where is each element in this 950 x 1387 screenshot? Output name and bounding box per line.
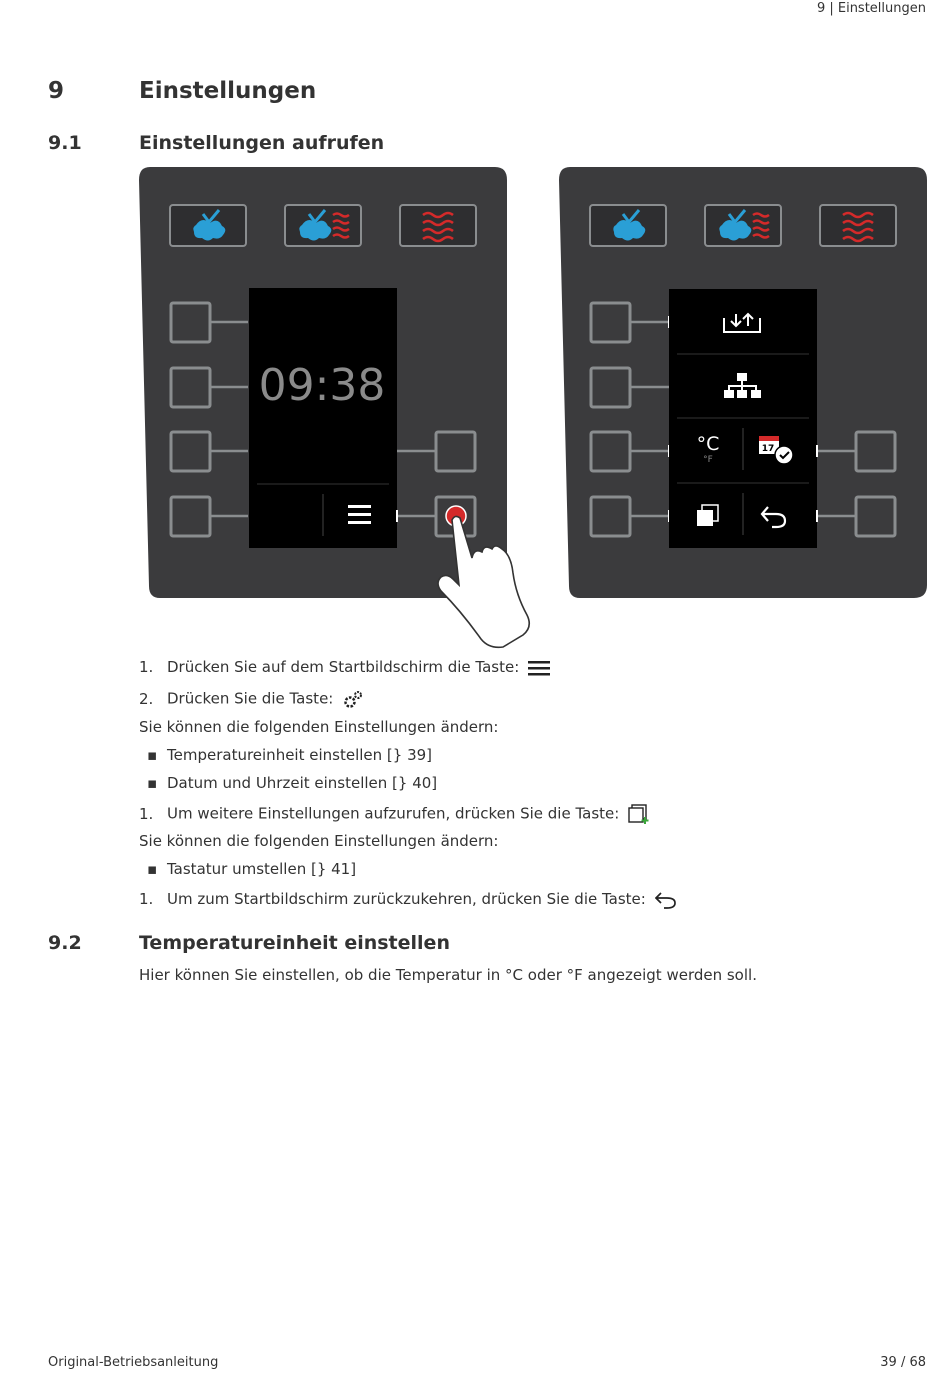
steam-button[interactable]	[169, 204, 247, 247]
side-button-2-r3[interactable]	[854, 430, 897, 473]
step-b1: 1. Um weitere Einstellungen aufzurufen, d…	[139, 804, 650, 824]
intro-2: Sie können die folgenden Einstellungen ä…	[139, 832, 499, 850]
bullet-item: ▪Temperatureinheit einstellen [} 39]	[147, 746, 433, 764]
step-a2: 2. Drücken Sie die Taste:	[139, 689, 364, 709]
menu-icon[interactable]	[348, 505, 371, 524]
link-keyboard[interactable]: Tastatur umstellen [} 41]	[167, 860, 357, 878]
menu-icon-inline	[528, 660, 551, 675]
step-number: 1.	[139, 890, 154, 908]
step-number: 1.	[139, 658, 154, 676]
calendar-clock-icon[interactable]: 17	[759, 436, 794, 465]
step-text: Um zum Startbildschirm zurückzukehren, d…	[167, 890, 646, 908]
link-temperature-unit[interactable]: Temperatureinheit einstellen [} 39]	[167, 746, 433, 764]
bullet-item: ▪Datum und Uhrzeit einstellen [} 40]	[147, 774, 438, 792]
link-date-time[interactable]: Datum und Uhrzeit einstellen [} 40]	[167, 774, 438, 792]
step-text: Drücken Sie die Taste:	[167, 689, 334, 708]
gears-icon	[344, 691, 363, 708]
unit-celsius: °C	[697, 433, 720, 455]
hot-air-button-2[interactable]	[819, 204, 897, 247]
back-icon-inline	[654, 891, 676, 909]
pointing-hand-icon	[437, 515, 531, 649]
unit-fahrenheit: °F	[703, 455, 713, 465]
step-number: 2.	[139, 689, 154, 708]
step-text: Um weitere Einstellungen aufzurufen, drü…	[167, 804, 620, 823]
steam-icon-2	[613, 219, 646, 241]
panel-left: 09:38	[139, 167, 531, 649]
more-settings-icon-inline	[628, 804, 649, 824]
step-number: 1.	[139, 804, 154, 823]
combi-steam-icon-2	[719, 219, 752, 241]
side-button-2-r4[interactable]	[854, 495, 897, 538]
section-number: 9.1	[48, 132, 82, 154]
steam-icon	[193, 219, 226, 241]
clock-display: 09:38	[259, 360, 386, 411]
more-settings-icon[interactable]	[697, 504, 719, 526]
hot-air-button[interactable]	[399, 204, 477, 247]
back-icon[interactable]	[760, 506, 787, 529]
heat-icon	[422, 211, 454, 243]
section-title: Einstellungen aufrufen	[139, 132, 385, 154]
chapter-number: 9	[48, 78, 65, 104]
upload-download-icon[interactable]	[723, 312, 761, 333]
steam-button-2[interactable]	[589, 204, 667, 247]
section-body: Hier können Sie einstellen, ob die Tempe…	[139, 966, 757, 984]
calendar-day: 17	[762, 444, 775, 454]
combi-heat-icon	[332, 212, 350, 239]
section-number: 9.2	[48, 932, 82, 954]
step-c1: 1. Um zum Startbildschirm zurückzukehren,…	[139, 890, 677, 909]
network-icon[interactable]	[724, 373, 761, 398]
footer-doc-name: Original-Betriebsanleitung	[48, 1355, 219, 1370]
temperature-unit-icon[interactable]: °C °F	[697, 433, 720, 465]
combi-heat-icon-2	[752, 212, 770, 239]
combi-steam-icon	[299, 219, 332, 241]
running-header: 9 | Einstellungen	[816, 1, 926, 16]
section-title: Temperatureinheit einstellen	[139, 932, 450, 954]
step-a1: 1. Drücken Sie auf dem Startbildschirm di…	[139, 658, 551, 677]
combi-button[interactable]	[284, 204, 362, 247]
bullet-item: ▪Tastatur umstellen [} 41]	[147, 860, 357, 878]
page-number: 39 / 68	[880, 1355, 926, 1370]
step-text: Drücken Sie auf dem Startbildschirm die …	[167, 658, 520, 676]
side-button-r3[interactable]	[434, 430, 477, 473]
left-side-buttons	[169, 301, 248, 538]
heat-icon-2	[842, 211, 874, 243]
chapter-title: Einstellungen	[139, 78, 317, 104]
intro-1: Sie können die folgenden Einstellungen ä…	[139, 718, 499, 736]
panel-right: °C °F 17	[559, 167, 927, 598]
control-panel-illustration: 09:38	[139, 167, 927, 649]
combi-button-2[interactable]	[704, 204, 782, 247]
